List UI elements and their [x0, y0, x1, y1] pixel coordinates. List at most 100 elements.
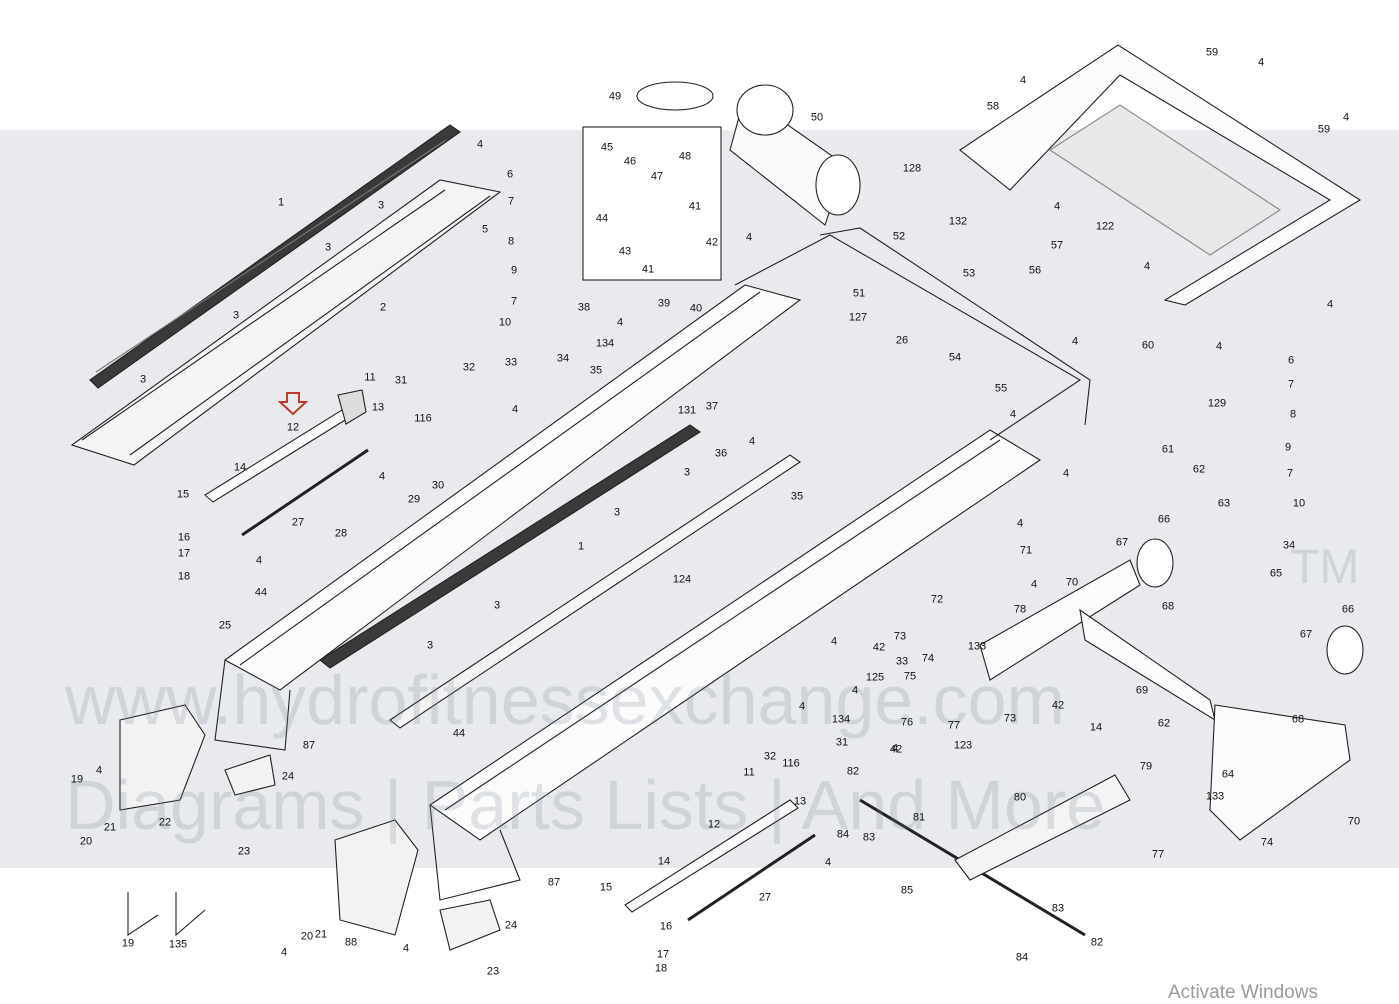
- part-callout: 4: [1062, 467, 1070, 480]
- part-callout: 16: [177, 531, 191, 544]
- part-callout: 38: [577, 301, 591, 314]
- part-callout: 84: [1015, 951, 1029, 964]
- part-callout: 40: [689, 302, 703, 315]
- part-callout: 22: [158, 816, 172, 829]
- part-callout: 7: [1286, 467, 1294, 480]
- rear-endcap-left: [119, 704, 276, 811]
- part-callout: 43: [618, 245, 632, 258]
- part-callout: 62: [1192, 463, 1206, 476]
- part-callout: 35: [589, 364, 603, 377]
- part-callout: 31: [394, 374, 408, 387]
- part-callout: 11: [743, 766, 755, 779]
- part-callout: 56: [1028, 264, 1042, 277]
- part-callout: 2: [379, 301, 387, 314]
- part-callout: 77: [1151, 848, 1165, 861]
- part-callout: 12: [286, 421, 300, 434]
- part-callout: 51: [852, 287, 866, 300]
- part-callout: 15: [599, 881, 613, 894]
- part-callout: 1: [577, 540, 585, 553]
- part-callout: 3: [683, 466, 691, 479]
- threaded-rod-left: [241, 448, 369, 537]
- part-callout: 42: [889, 743, 903, 756]
- part-callout: 81: [912, 811, 926, 824]
- part-callout: 14: [1089, 721, 1103, 734]
- part-callout: 67: [1299, 628, 1313, 641]
- part-callout: 4: [745, 231, 753, 244]
- part-callout: 131: [677, 404, 697, 417]
- part-callout: 45: [600, 141, 614, 154]
- side-rail-strip: [89, 124, 461, 389]
- part-callout: 41: [641, 263, 655, 276]
- detail-box: [582, 126, 722, 281]
- part-callout: 57: [1050, 239, 1064, 252]
- watermark-url: www.hydrofitnessexchange.com: [65, 661, 1065, 739]
- part-callout: 83: [1051, 902, 1065, 915]
- part-callout: 33: [504, 356, 518, 369]
- part-callout: 4: [891, 742, 899, 755]
- part-callout: 16: [659, 920, 673, 933]
- deck-slats: [319, 424, 801, 729]
- crank-handles: [127, 892, 206, 937]
- part-callout: 39: [657, 297, 671, 310]
- part-callout: 3: [324, 241, 332, 254]
- part-callout: 3: [613, 506, 621, 519]
- part-callout: 21: [103, 821, 117, 834]
- part-callout: 63: [1217, 497, 1231, 510]
- part-callout: 67: [1115, 536, 1129, 549]
- part-callout: 59: [1317, 123, 1331, 136]
- part-callout: 44: [254, 586, 268, 599]
- part-callout: 36: [714, 447, 728, 460]
- part-callout: 31: [835, 736, 849, 749]
- part-callout: 9: [1284, 441, 1292, 454]
- main-frame: [214, 227, 1091, 901]
- part-callout: 80: [1013, 791, 1027, 804]
- part-callout: 132: [948, 215, 968, 228]
- part-callout: 128: [902, 162, 922, 175]
- part-callout: 135: [168, 938, 188, 951]
- part-callout: 1: [277, 196, 285, 209]
- part-callout: 41: [688, 200, 702, 213]
- part-callout: 28: [334, 527, 348, 540]
- wheels: [1136, 538, 1364, 675]
- part-callout: 26: [895, 334, 909, 347]
- part-callout: 134: [595, 337, 615, 350]
- part-callout: 3: [139, 373, 147, 386]
- part-callout: 4: [1071, 335, 1079, 348]
- part-callout: 42: [705, 236, 719, 249]
- part-callout: 133: [1205, 790, 1225, 803]
- part-callout: 19: [70, 773, 84, 786]
- part-callout: 55: [994, 382, 1008, 395]
- part-callout: 73: [893, 630, 907, 643]
- part-callout: 14: [233, 461, 247, 474]
- part-callout: 77: [947, 719, 961, 732]
- part-callout: 72: [930, 593, 944, 606]
- part-callout: 3: [377, 199, 385, 212]
- part-callout: 46: [623, 155, 637, 168]
- part-callout: 125: [865, 671, 885, 684]
- part-callout: 59: [1205, 46, 1219, 59]
- part-callout: 4: [1326, 298, 1334, 311]
- front-roller: [729, 84, 861, 226]
- part-callout: 3: [493, 599, 501, 612]
- part-callout: 17: [177, 547, 191, 560]
- part-callout: 44: [595, 212, 609, 225]
- part-callout: 123: [953, 739, 973, 752]
- upright-bar-left: [204, 389, 367, 503]
- part-callout: 4: [798, 700, 806, 713]
- red-arrow-icon: [278, 392, 308, 416]
- part-callout: 4: [1016, 517, 1024, 530]
- part-callout: 4: [280, 946, 288, 959]
- part-callout: 4: [95, 764, 103, 777]
- part-callout: 88: [344, 936, 358, 949]
- part-callout: 4: [476, 138, 484, 151]
- part-callout: 32: [462, 361, 476, 374]
- part-callout: 83: [862, 831, 876, 844]
- part-callout: 70: [1347, 815, 1361, 828]
- part-callout: 4: [378, 470, 386, 483]
- part-callout: 35: [790, 490, 804, 503]
- part-callout: 30: [431, 479, 445, 492]
- part-callout: 42: [872, 641, 886, 654]
- part-callout: 62: [1157, 717, 1171, 730]
- part-callout: 4: [1019, 74, 1027, 87]
- part-callout: 5: [481, 223, 489, 236]
